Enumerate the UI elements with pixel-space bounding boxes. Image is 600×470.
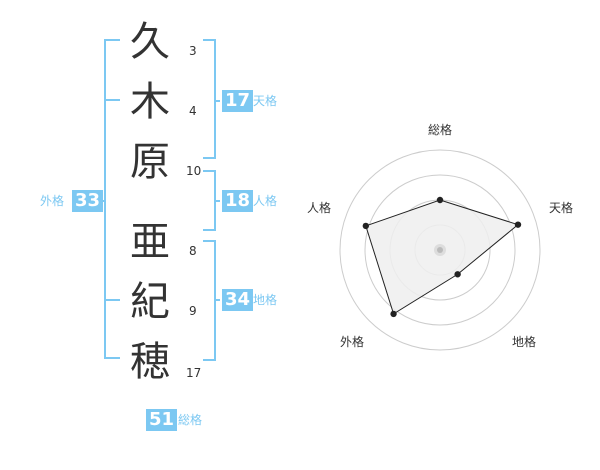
name-char-4: 亜 — [130, 219, 170, 265]
jinkaku-bracket — [203, 170, 216, 231]
stroke-count-1: 3 — [189, 44, 197, 58]
radar-grid-ring — [389, 199, 491, 301]
name-char-1: 久 — [130, 19, 170, 65]
tenkaku-label: 天格 — [253, 94, 278, 108]
tenkaku-bracket — [203, 39, 216, 159]
chikaku-badge: 34 — [222, 289, 254, 311]
stroke-count-5: 9 — [189, 304, 197, 318]
radar-axis-label-jinkaku: 人格 — [306, 201, 331, 215]
radar-point-2 — [514, 221, 522, 228]
stroke-count-6: 17 — [186, 366, 202, 380]
radar-axis-label-soukaku: 総格 — [427, 123, 452, 137]
radar-center-halo — [434, 244, 446, 256]
name-char-3: 原 — [130, 139, 170, 185]
soukaku-badge: 51 — [146, 409, 178, 431]
radar-grid-ring — [339, 149, 541, 351]
radar-axis-label-tenkaku: 天格 — [548, 201, 573, 215]
stroke-count-3: 10 — [186, 164, 202, 178]
radar-grid-ring — [364, 174, 516, 326]
radar-grid-ring — [414, 224, 466, 276]
gaikaku-bracket — [104, 39, 120, 359]
name-char-2: 木 — [130, 79, 170, 125]
chikaku-bracket — [203, 240, 216, 361]
name-char-6: 穂 — [130, 339, 170, 385]
radar-axis-label-gaikaku: 外格 — [339, 335, 364, 349]
name-char-5: 紀 — [130, 279, 170, 325]
radar-axis-label-chikaku: 地格 — [511, 335, 536, 349]
jinkaku-label: 人格 — [253, 194, 278, 208]
stroke-count-2: 4 — [189, 104, 197, 118]
soukaku-label: 総格 — [178, 413, 203, 427]
radar-point-1 — [436, 196, 444, 204]
radar-point-3 — [454, 271, 461, 278]
gaikaku-label: 外格 — [40, 194, 65, 208]
gaikaku-badge: 33 — [72, 190, 104, 212]
radar-point-4 — [390, 310, 397, 318]
stroke-count-4: 8 — [189, 244, 197, 258]
jinkaku-badge: 18 — [222, 190, 254, 212]
radar-point-5 — [362, 222, 370, 230]
radar-center-dot — [437, 247, 443, 253]
tenkaku-badge: 17 — [222, 90, 254, 112]
chikaku-label: 地格 — [253, 293, 278, 307]
radar-series-polygon — [365, 199, 520, 315]
